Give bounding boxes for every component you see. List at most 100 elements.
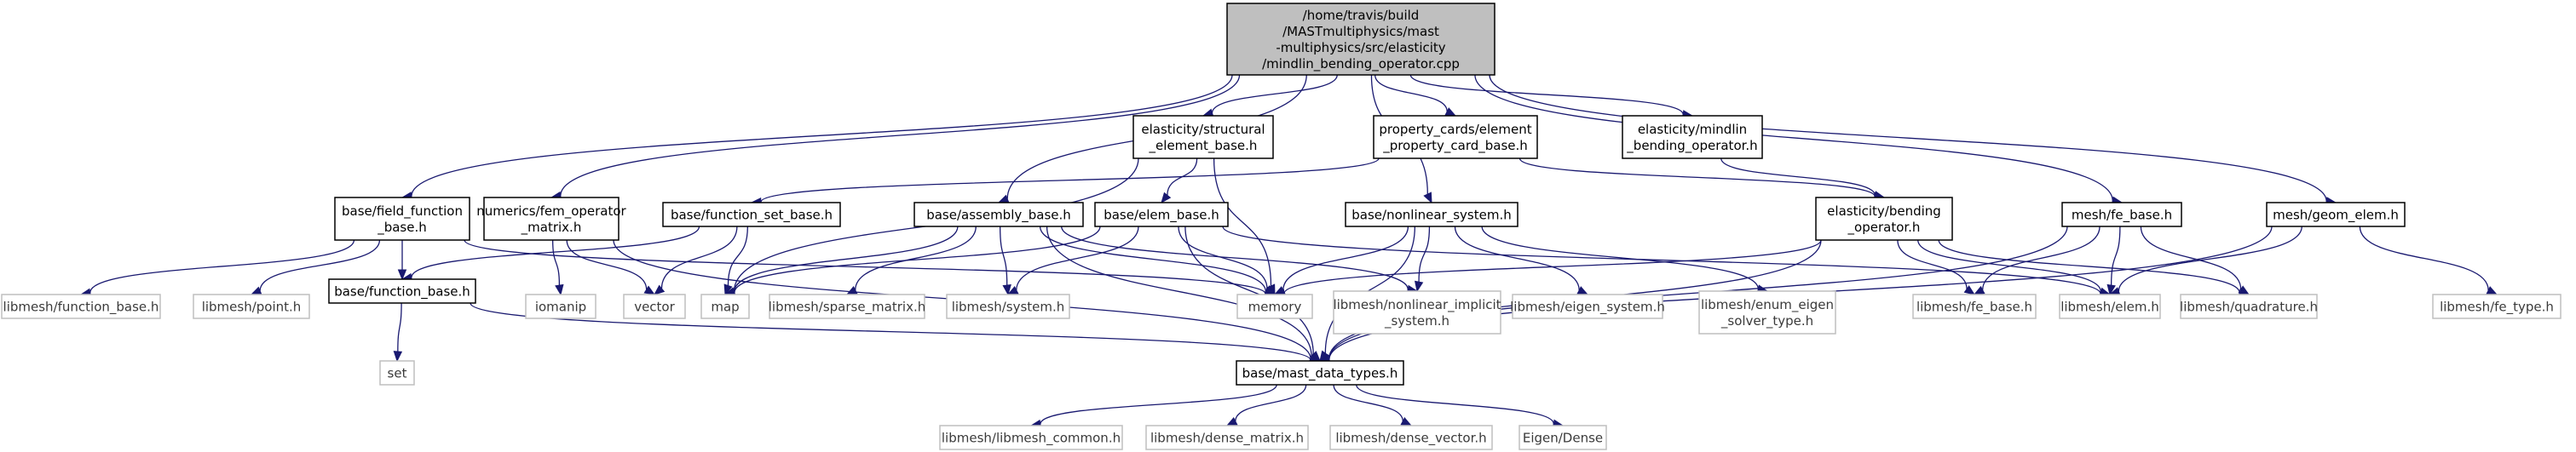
node-box [525,294,596,319]
node-label-line: libmesh/enum_eigen [1701,297,1834,313]
edge-line [2118,226,2302,292]
edge-line [1356,384,1554,425]
edge-line [1519,157,1876,197]
node-vector: vector [623,294,686,319]
edge-line [1489,74,2327,202]
node-elem-base[interactable]: base/elem_base.h [1094,202,1229,227]
edge-line [1040,384,1277,425]
edge-root-to-field-function-base [401,74,1233,201]
edge-line [733,226,959,292]
node-box [1622,115,1763,159]
edge-nonlinear-system-to-memory [1273,226,1409,295]
node-function-set-base[interactable]: base/function_set_base.h [662,202,841,227]
node-assembly-base[interactable]: base/assembly_base.h [913,202,1084,227]
node-label-line: libmesh/fe_base.h [1916,300,2032,316]
node-mast-data-types[interactable]: base/mast_data_types.h [1236,360,1404,386]
node-label-line: libmesh/nonlinear_implicit [1333,297,1501,313]
node-label-line: base/mast_data_types.h [1242,366,1398,382]
edge-field-function-base-to-function-base [397,240,407,281]
node-function-base[interactable]: base/function_base.h [328,278,476,304]
node-box [193,294,310,319]
edge-line [2359,226,2489,291]
node-label-line: elasticity/structural [1141,122,1265,137]
node-lm-nonlinear-implicit: libmesh/nonlinear_implicit_system.h [1333,290,1501,335]
node-box [1373,115,1538,159]
node-lm-dense-matrix: libmesh/dense_matrix.h [1145,425,1309,450]
node-box [2059,294,2161,319]
node-lm-point: libmesh/point.h [193,294,310,319]
edge-fem-operator-matrix-to-vector [566,239,656,295]
edge-line [1178,226,1268,289]
node-nonlinear-system[interactable]: base/nonlinear_system.h [1345,202,1519,227]
node-fe-base[interactable]: mesh/fe_base.h [2061,202,2182,227]
node-element-property-card-base[interactable]: property_cards/element_property_card_bas… [1373,115,1538,159]
node-lm-system: libmesh/system.h [946,294,1070,319]
node-lm-function-base: libmesh/function_base.h [1,294,161,319]
edge-line [1454,226,1580,290]
node-label-line: libmesh/system.h [952,300,1065,315]
edge-line [1222,226,2101,295]
node-box [1698,290,1836,335]
node-mindlin-bending-operator-h[interactable]: elasticity/mindlin_bending_operator.h [1622,115,1763,159]
node-box [913,202,1084,227]
edge-function-set-base-to-vector [653,226,738,295]
edge-line [259,239,381,291]
node-box [328,278,476,304]
edge-arrowhead [393,351,403,363]
node-label-line: base/nonlinear_system.h [1351,208,1511,224]
node-box [1132,115,1274,159]
node-box [623,294,686,319]
edge-line [464,239,1266,295]
edge-geom-elem-to-lm-elem [2108,226,2302,296]
edge-structural-element-base-to-elem-base [1161,157,1198,204]
node-box [662,202,841,227]
node-lm-elem: libmesh/elem.h [2059,294,2161,319]
edge-line [734,226,1101,294]
node-fem-operator-matrix[interactable]: numerics/fem_operator_matrix.h [476,197,627,241]
node-label-line: /mindlin_bending_operator.cpp [1262,56,1460,72]
edge-geom-elem-to-lm-fe-type [2359,226,2498,295]
node-label-line: Eigen/Dense [1523,431,1603,446]
node-field-function-base[interactable]: base/field_function_base.h [334,197,470,241]
edge-line [1418,226,1431,283]
edge-line [1720,157,1876,196]
node-box [700,294,750,319]
node-memory: memory [1236,294,1313,319]
node-label-line: /home/travis/build [1303,8,1420,23]
node-label-line: /MASTmultiphysics/mast [1282,24,1439,39]
node-box [334,197,470,241]
node-box [1512,294,1663,319]
edge-line [1000,226,1008,286]
node-structural-element-base[interactable]: elasticity/structural_element_base.h [1132,115,1274,159]
node-label-line: libmesh/elem.h [2060,300,2159,315]
edge-root-to-element-property-card-base [1374,74,1457,117]
node-label-line: libmesh/fe_type.h [2440,300,2554,316]
edge-root-to-geom-elem [1489,74,2337,206]
edge-line [1039,226,1267,292]
node-lm-dense-vector: libmesh/dense_vector.h [1329,425,1493,450]
edge-element-property-card-base-to-bending-operator [1519,157,1886,201]
edge-arrowhead [1423,192,1432,204]
edge-line [2110,226,2121,286]
edge-arrowhead [643,285,656,295]
edge-line [1046,226,1312,358]
edge-line [1938,239,2240,294]
node-iomanip: iomanip [525,294,596,319]
edge-assembly-base-to-lm-nonlinear-implicit [1061,226,1419,295]
edge-line [660,226,738,289]
node-box [1519,425,1607,450]
node-bending-operator[interactable]: elasticity/bending_operator.h [1815,197,1953,241]
node-box [1333,290,1501,335]
node-box [1236,294,1313,319]
node-box [379,360,415,386]
edge-elem-base-to-memory [1178,226,1276,295]
node-root[interactable]: /home/travis/build/MASTmultiphysics/mast… [1226,3,1495,76]
edge-line [411,226,700,278]
edge-line [1481,226,1759,289]
node-box [483,197,620,241]
node-label-line: property_cards/element [1379,122,1531,138]
node-geom-elem[interactable]: mesh/geom_elem.h [2266,202,2406,227]
graph-nodes: /home/travis/build/MASTmultiphysics/mast… [1,3,2562,450]
node-label-line: map [711,300,739,315]
edge-root-to-structural-element-base [1202,74,1338,117]
